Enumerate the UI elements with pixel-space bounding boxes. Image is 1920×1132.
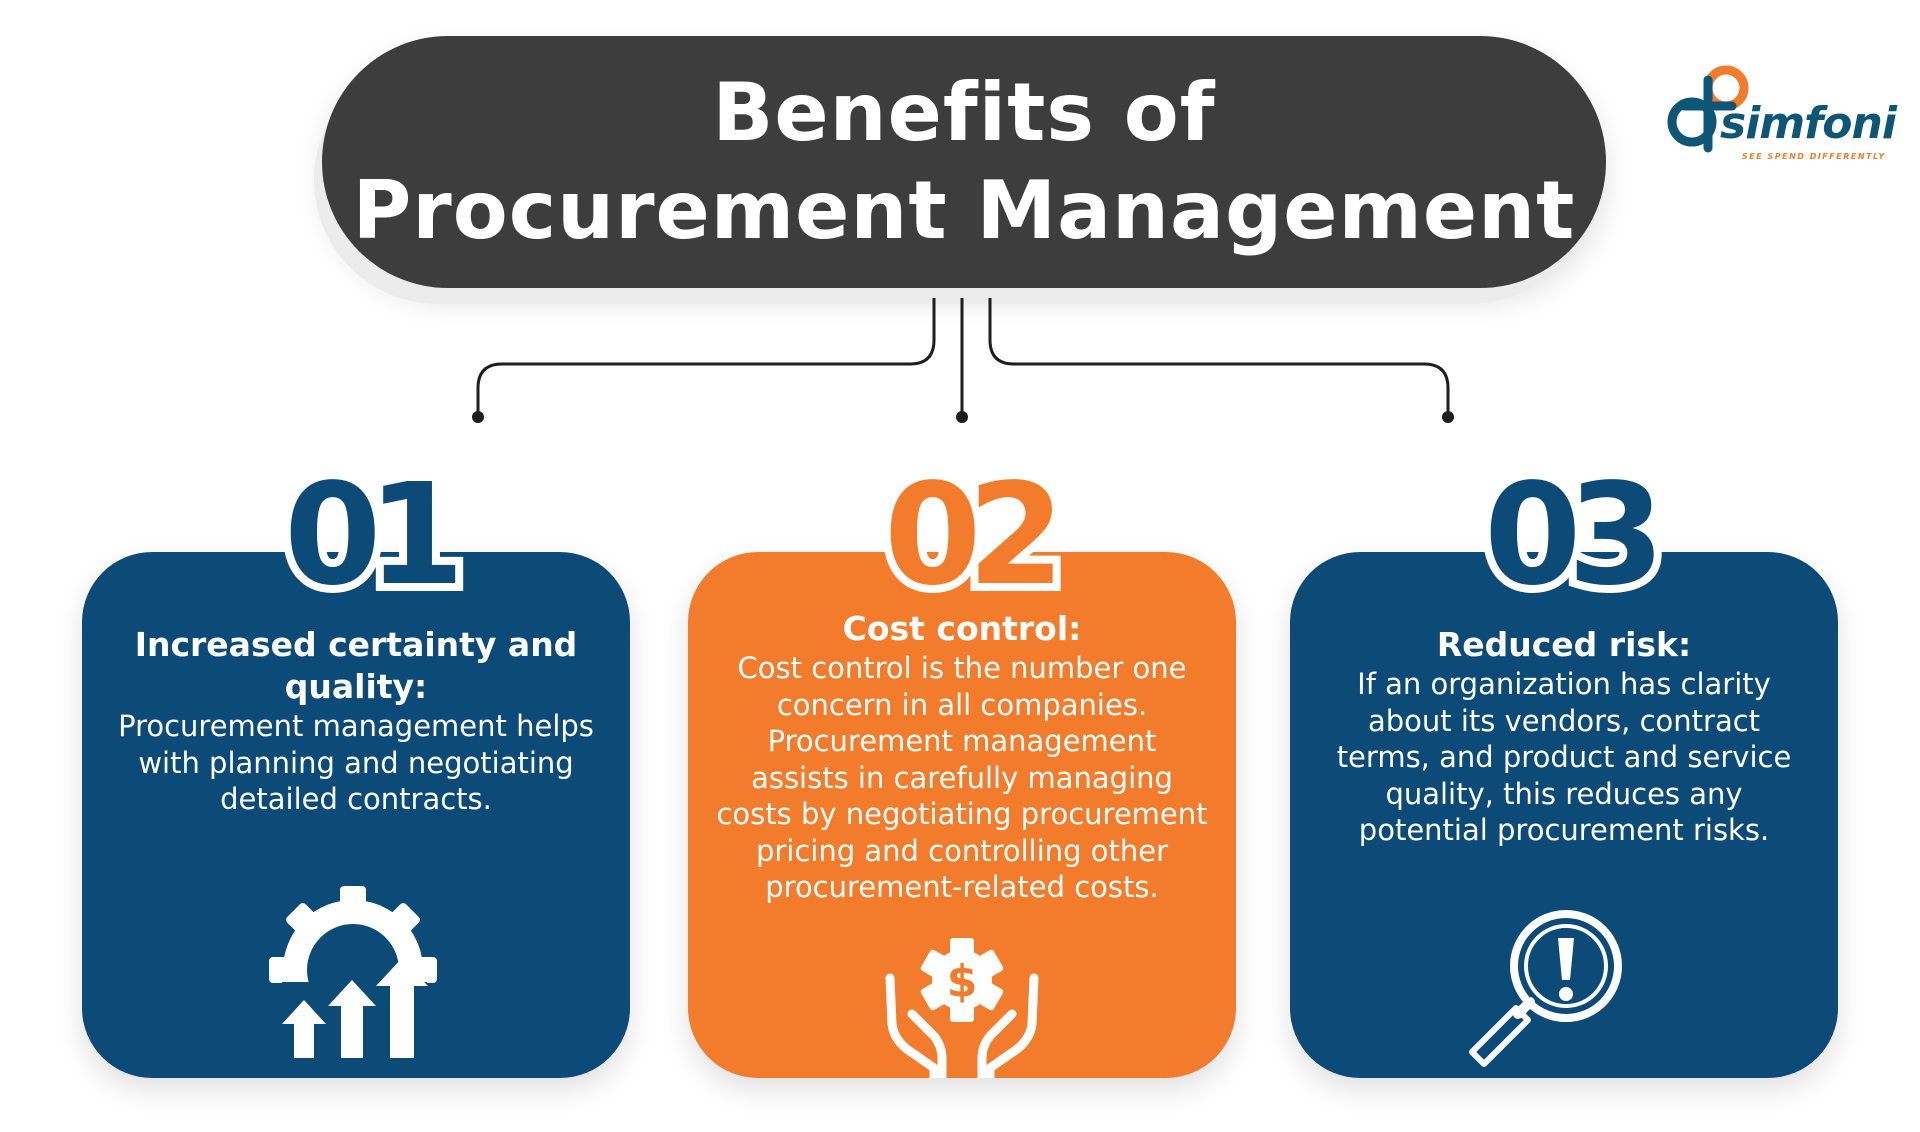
benefit-card-3: Reduced risk: If an organization has cla… — [1290, 552, 1838, 1078]
simfoni-logo: simfoni SEE SPEND DIFFERENTLY — [1660, 60, 1897, 170]
title-banner: Benefits of Procurement Management — [322, 36, 1606, 288]
benefit-card-1-title: Increased certainty and quality: — [134, 625, 578, 706]
benefit-card-1: Increased certainty and quality: Procure… — [82, 552, 630, 1078]
logo-tagline: SEE SPEND DIFFERENTLY — [1742, 152, 1886, 161]
benefit-card-1-body: Procurement management helps with planni… — [118, 709, 594, 816]
benefit-card-3-title: Reduced risk: — [1436, 625, 1692, 664]
benefit-card-2-body: Cost control is the number one concern i… — [716, 651, 1208, 904]
benefit-card-3-text: Reduced risk: If an organization has cla… — [1318, 624, 1810, 849]
benefit-number-3: 03 — [1476, 454, 1673, 617]
magnifier-warning-icon — [1469, 910, 1622, 1067]
benefit-number-1: 01 — [276, 454, 473, 617]
benefit-number-2: 02 — [876, 454, 1073, 617]
simfoni-logo-mark-icon — [1667, 65, 1749, 153]
benefit-card-2: Cost control: Cost control is the number… — [688, 552, 1236, 1078]
svg-text:$: $ — [947, 956, 978, 1007]
page-title-line-1: Benefits of — [712, 66, 1216, 159]
benefit-card-2-title: Cost control: — [842, 609, 1082, 648]
gear-growth-arrows-icon — [269, 886, 437, 1062]
hands-dollar-gear-icon: $ — [885, 938, 1039, 1078]
benefit-card-1-text: Increased certainty and quality: Procure… — [110, 624, 602, 818]
benefit-card-3-body: If an organization has clarity about its… — [1336, 667, 1792, 847]
benefit-card-2-text: Cost control: Cost control is the number… — [716, 608, 1208, 906]
logo-wordmark: simfoni — [1720, 98, 1897, 149]
page-title-line-2: Procurement Management — [352, 164, 1576, 257]
